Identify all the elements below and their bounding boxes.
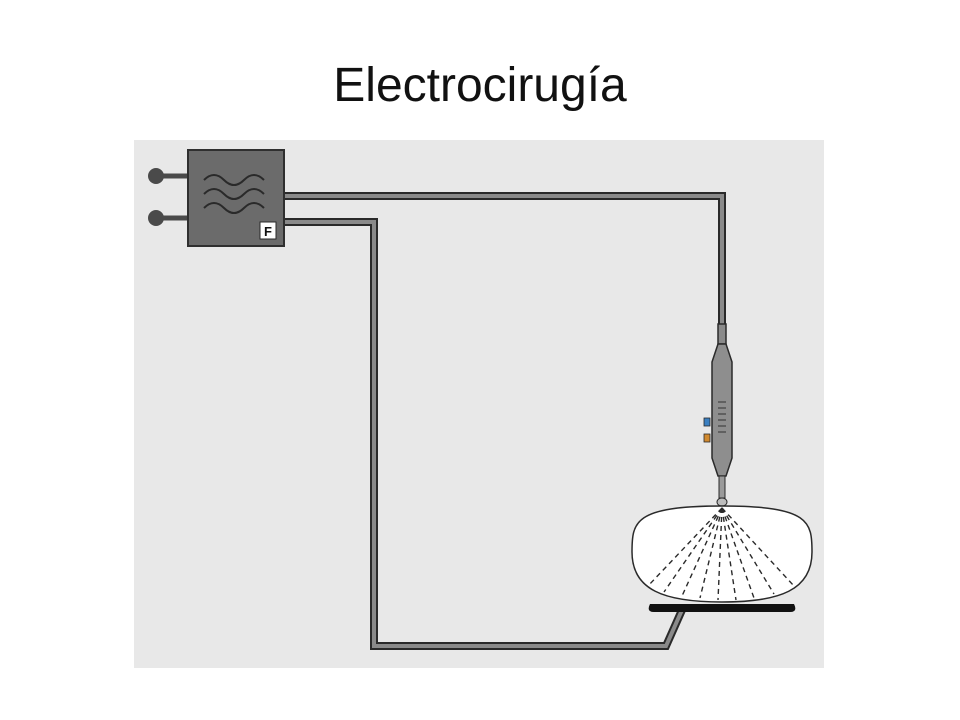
return-cable xyxy=(284,218,686,650)
electrosurgery-diagram: F xyxy=(134,140,824,668)
generator-label-box xyxy=(259,221,277,240)
return-electrode-plate xyxy=(648,604,796,612)
generator-label: F xyxy=(264,224,272,239)
current-dispersion-lines xyxy=(647,507,795,601)
cut-button xyxy=(703,417,711,427)
active-cable xyxy=(284,192,726,328)
coag-button xyxy=(703,433,711,443)
generator-unit: F xyxy=(187,149,285,247)
slide-title: Electrocirugía xyxy=(333,59,627,112)
patient-tissue xyxy=(631,505,813,603)
power-plug-terminals xyxy=(148,168,188,226)
